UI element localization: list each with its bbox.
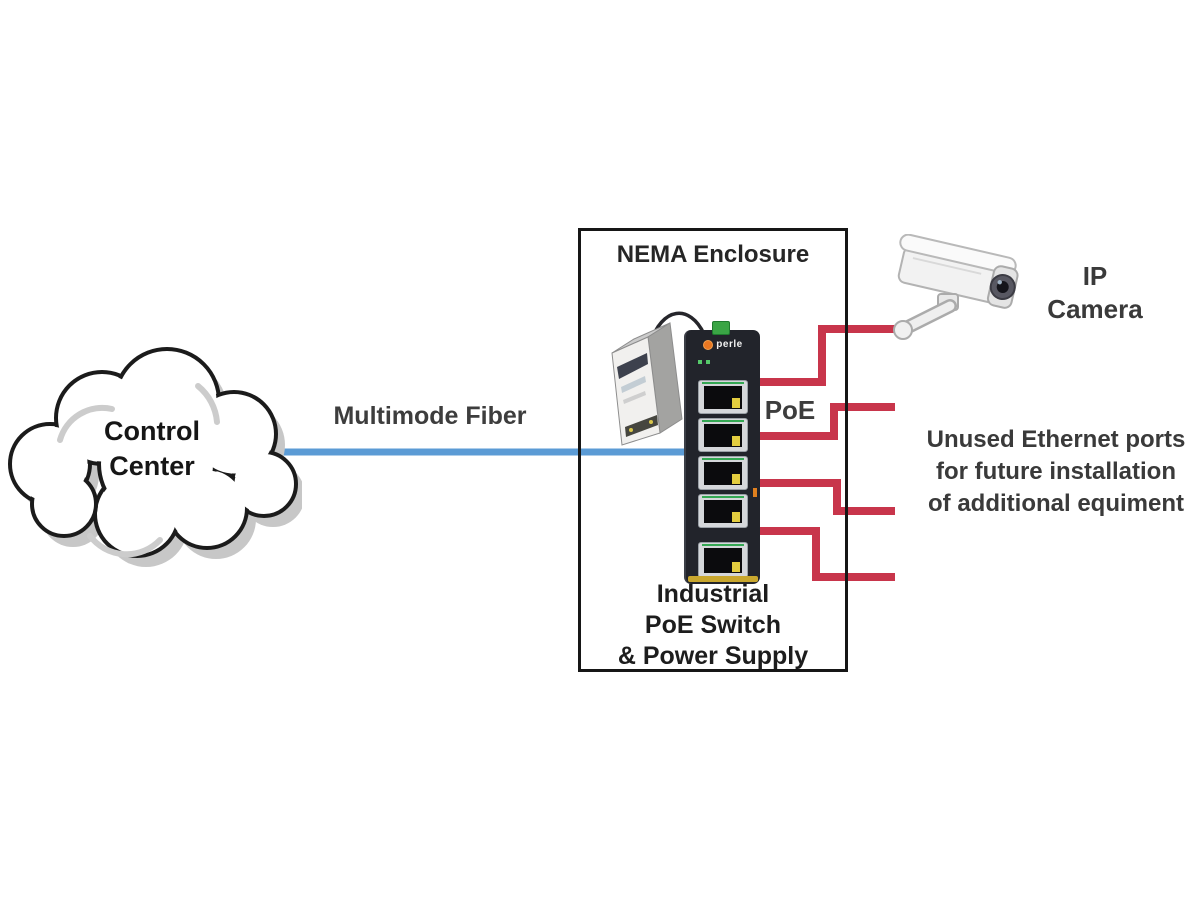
- perle-logo-text: perle: [716, 339, 743, 350]
- ethernet-port-3: [698, 456, 748, 490]
- enclosure-caption-line2: PoE Switch: [644, 611, 782, 639]
- din-rail: [688, 576, 758, 582]
- unused-port-cable-1: [758, 403, 895, 440]
- poe-switch: perle: [684, 321, 760, 584]
- ip-camera: [893, 234, 1019, 340]
- psu-label-strip: [617, 353, 648, 379]
- perle-logo-icon: [703, 339, 714, 350]
- control-center-cloud: [8, 347, 302, 567]
- poe-label: PoE: [764, 395, 816, 425]
- ethernet-port-1: [698, 380, 748, 414]
- enclosure-caption-line3: & Power Supply: [617, 642, 809, 670]
- poe-cable-to-camera: [758, 325, 902, 386]
- enclosure-caption: Industrial PoE Switch & Power Supply: [578, 579, 848, 672]
- ethernet-port-5: [698, 542, 748, 578]
- control-center-label-line2: Center: [109, 451, 195, 481]
- nema-enclosure-title: NEMA Enclosure: [616, 241, 810, 268]
- control-center-label: Control Center: [52, 414, 252, 484]
- ip-camera-label: IP Camera: [1028, 260, 1162, 326]
- cloud-fill: [12, 351, 294, 554]
- power-connector: [712, 321, 730, 335]
- camera-mount: [893, 293, 959, 340]
- unused-ports-note: Unused Ethernet ports for future install…: [912, 424, 1200, 520]
- ethernet-port-4: [698, 494, 748, 528]
- ip-camera-label-line2: Camera: [1047, 294, 1143, 324]
- power-supply: [611, 322, 683, 446]
- nema-enclosure-box: NEMA Enclosure: [578, 228, 848, 672]
- unused-port-cable-3: [758, 527, 895, 581]
- unused-ports-note-line2: for future installation: [936, 458, 1176, 485]
- perle-logo: perle: [686, 339, 760, 350]
- ip-camera-label-line1: IP: [1082, 261, 1108, 291]
- control-center-label-line1: Control: [104, 416, 200, 446]
- cloud-shading: [57, 383, 220, 558]
- multimode-fiber-label: Multimode Fiber: [333, 402, 527, 430]
- unused-ports-note-line1: Unused Ethernet ports: [926, 426, 1186, 453]
- unused-port-cable-2: [758, 479, 895, 515]
- status-leds: [698, 360, 710, 364]
- ethernet-port-2: [698, 418, 748, 452]
- status-led: [706, 360, 710, 364]
- enclosure-caption-line1: Industrial: [656, 580, 770, 608]
- unused-ports-note-line3: of additional equiment: [928, 490, 1184, 517]
- activity-led: [753, 488, 757, 497]
- status-led: [698, 360, 702, 364]
